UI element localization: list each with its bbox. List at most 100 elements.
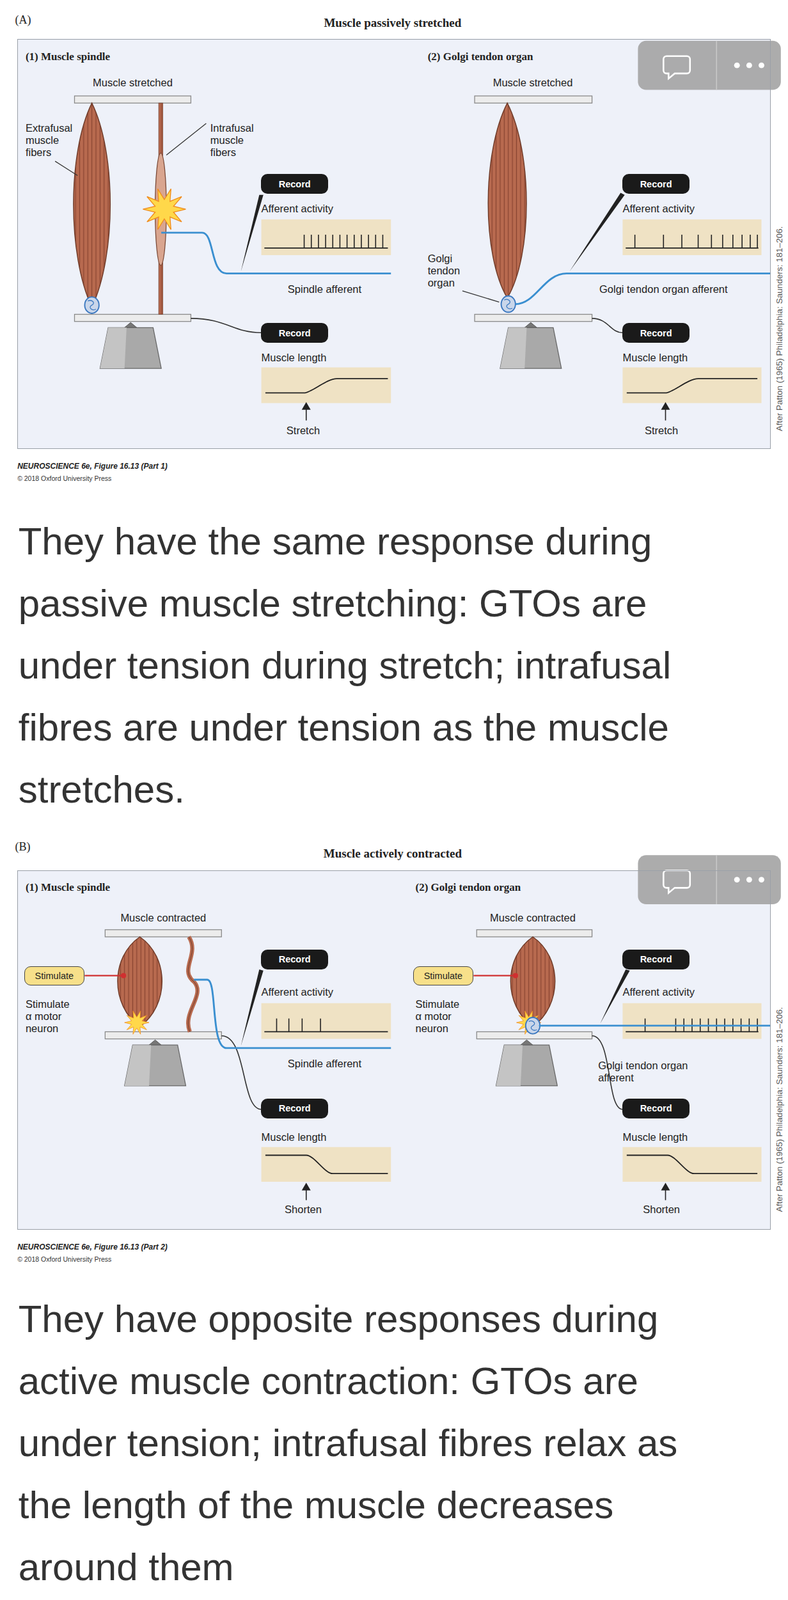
figure-panel: (A)Muscle passively stretchedRecordRecor… bbox=[17, 39, 771, 450]
spike-tick bbox=[697, 234, 700, 249]
part-label: Golgi tendon organ afferent bbox=[598, 1059, 694, 1085]
record-label: Record bbox=[260, 173, 329, 194]
extrafusal-fiber bbox=[73, 102, 556, 1027]
part-label: Spindle afferent bbox=[287, 282, 362, 295]
trace-box bbox=[261, 219, 392, 256]
illustration bbox=[17, 39, 781, 1230]
part-label: Muscle length bbox=[622, 1130, 688, 1143]
explanation-text: They have the same response during passi… bbox=[18, 510, 739, 821]
part-label: Golgi tendon organ afferent bbox=[599, 282, 728, 295]
spike-tick bbox=[360, 234, 363, 249]
holder-bar bbox=[476, 929, 592, 938]
part-label: Intrafusal muscle fibers bbox=[210, 121, 262, 158]
panel-letter: (B) bbox=[14, 840, 31, 854]
leader-line bbox=[55, 161, 78, 176]
spike-tick bbox=[276, 234, 758, 1032]
lever-wire bbox=[221, 1036, 261, 1110]
spike-tick bbox=[276, 1018, 278, 1033]
part-label: Stretch bbox=[286, 424, 320, 437]
stand-base bbox=[99, 322, 162, 369]
part-label: Afferent activity bbox=[622, 986, 695, 999]
chat-overlay bbox=[637, 40, 781, 905]
part-label: Muscle contracted bbox=[489, 911, 576, 924]
time-arrow bbox=[302, 1183, 310, 1191]
panel-title: Muscle passively stretched bbox=[323, 15, 462, 31]
stimulus-wire bbox=[121, 974, 126, 978]
part-label: Muscle contracted bbox=[120, 911, 206, 924]
part-label: Afferent activity bbox=[622, 202, 695, 215]
activation-flash bbox=[142, 188, 186, 230]
stand-base bbox=[496, 1040, 558, 1087]
copyright-line: © 2018 Oxford University Press bbox=[17, 1255, 112, 1264]
record-label: Record bbox=[260, 323, 329, 343]
spike-tick bbox=[749, 234, 751, 249]
record-label: Record bbox=[260, 949, 329, 970]
spike-tick bbox=[353, 234, 355, 249]
trace-box bbox=[622, 219, 762, 256]
trace-box bbox=[261, 1003, 392, 1040]
spike-tick bbox=[346, 234, 348, 249]
chat-overlay bbox=[663, 56, 690, 79]
spike-tick bbox=[310, 234, 313, 249]
recording-electrode bbox=[241, 195, 264, 272]
spike-tick bbox=[741, 234, 743, 249]
record-label: Record bbox=[622, 323, 690, 343]
trace-box bbox=[261, 1147, 392, 1182]
stimulus-wire bbox=[84, 974, 124, 977]
chat-overlay bbox=[663, 870, 690, 893]
panel-letter: (A) bbox=[14, 13, 31, 27]
afferent-fiber bbox=[515, 273, 771, 305]
lever-wire bbox=[190, 318, 261, 333]
pill-text: Stimulate bbox=[424, 970, 463, 982]
trace-box bbox=[622, 1003, 762, 1040]
spike-tick bbox=[317, 234, 320, 249]
pill-text: Record bbox=[640, 179, 673, 190]
panel-ground bbox=[17, 39, 771, 450]
figure-caption: NEUROSCIENCE 6e, Figure 16.13 (Part 2) bbox=[17, 1242, 168, 1252]
spike-tick bbox=[303, 234, 306, 249]
part-label: Extrafusal muscle fibers bbox=[25, 121, 77, 158]
panel-title: Muscle actively contracted bbox=[323, 846, 462, 861]
credit-line: After Patton (1965) Philadelphia: Saunde… bbox=[773, 1006, 784, 1212]
panel-ground bbox=[17, 39, 771, 1230]
spike-tick bbox=[319, 1018, 322, 1033]
record-label: Record bbox=[622, 949, 690, 970]
chat-overlay bbox=[746, 876, 753, 883]
holder-bar bbox=[474, 95, 593, 103]
holder-bar bbox=[474, 314, 593, 322]
extrafusal-fiber bbox=[510, 937, 555, 1027]
part-label: Shorten bbox=[642, 1203, 680, 1216]
chat-overlay bbox=[758, 62, 765, 69]
chat-overlay bbox=[746, 62, 753, 69]
trace-box bbox=[261, 367, 392, 404]
part-label: Shorten bbox=[284, 1203, 322, 1216]
trace-line bbox=[626, 378, 758, 393]
part-label: Muscle length bbox=[261, 351, 327, 364]
chat-overlay bbox=[715, 855, 718, 905]
leader-line bbox=[166, 123, 206, 155]
part-label: Afferent activity bbox=[261, 202, 334, 215]
pill-text: Record bbox=[640, 954, 673, 965]
trace-line bbox=[625, 247, 758, 249]
golgi-tendon-organ bbox=[84, 296, 99, 314]
trace-box bbox=[261, 219, 762, 1182]
part-label: Golgi tendon organ bbox=[427, 252, 480, 289]
part-label: Stretch bbox=[644, 424, 678, 437]
activation-flash bbox=[516, 1011, 542, 1035]
afferent-fiber bbox=[193, 979, 391, 1049]
credit-line: After Patton (1965) Philadelphia: Saunde… bbox=[773, 226, 784, 432]
pill-text: Record bbox=[278, 328, 311, 339]
recording-electrode bbox=[241, 969, 264, 1047]
figure-caption: NEUROSCIENCE 6e, Figure 16.13 (Part 1) bbox=[17, 461, 168, 471]
time-arrow bbox=[661, 402, 670, 410]
trace-line bbox=[265, 1155, 389, 1175]
pill-text: Stimulate bbox=[35, 970, 74, 982]
intrafusal-fiber bbox=[155, 102, 198, 1032]
afferent-fiber bbox=[539, 1024, 771, 1027]
lever-wire bbox=[592, 318, 623, 333]
activation-flash bbox=[124, 1011, 150, 1035]
pill-text: Record bbox=[640, 1103, 673, 1114]
intrafusal-fiber bbox=[188, 937, 198, 1032]
spike-tick bbox=[331, 234, 334, 249]
